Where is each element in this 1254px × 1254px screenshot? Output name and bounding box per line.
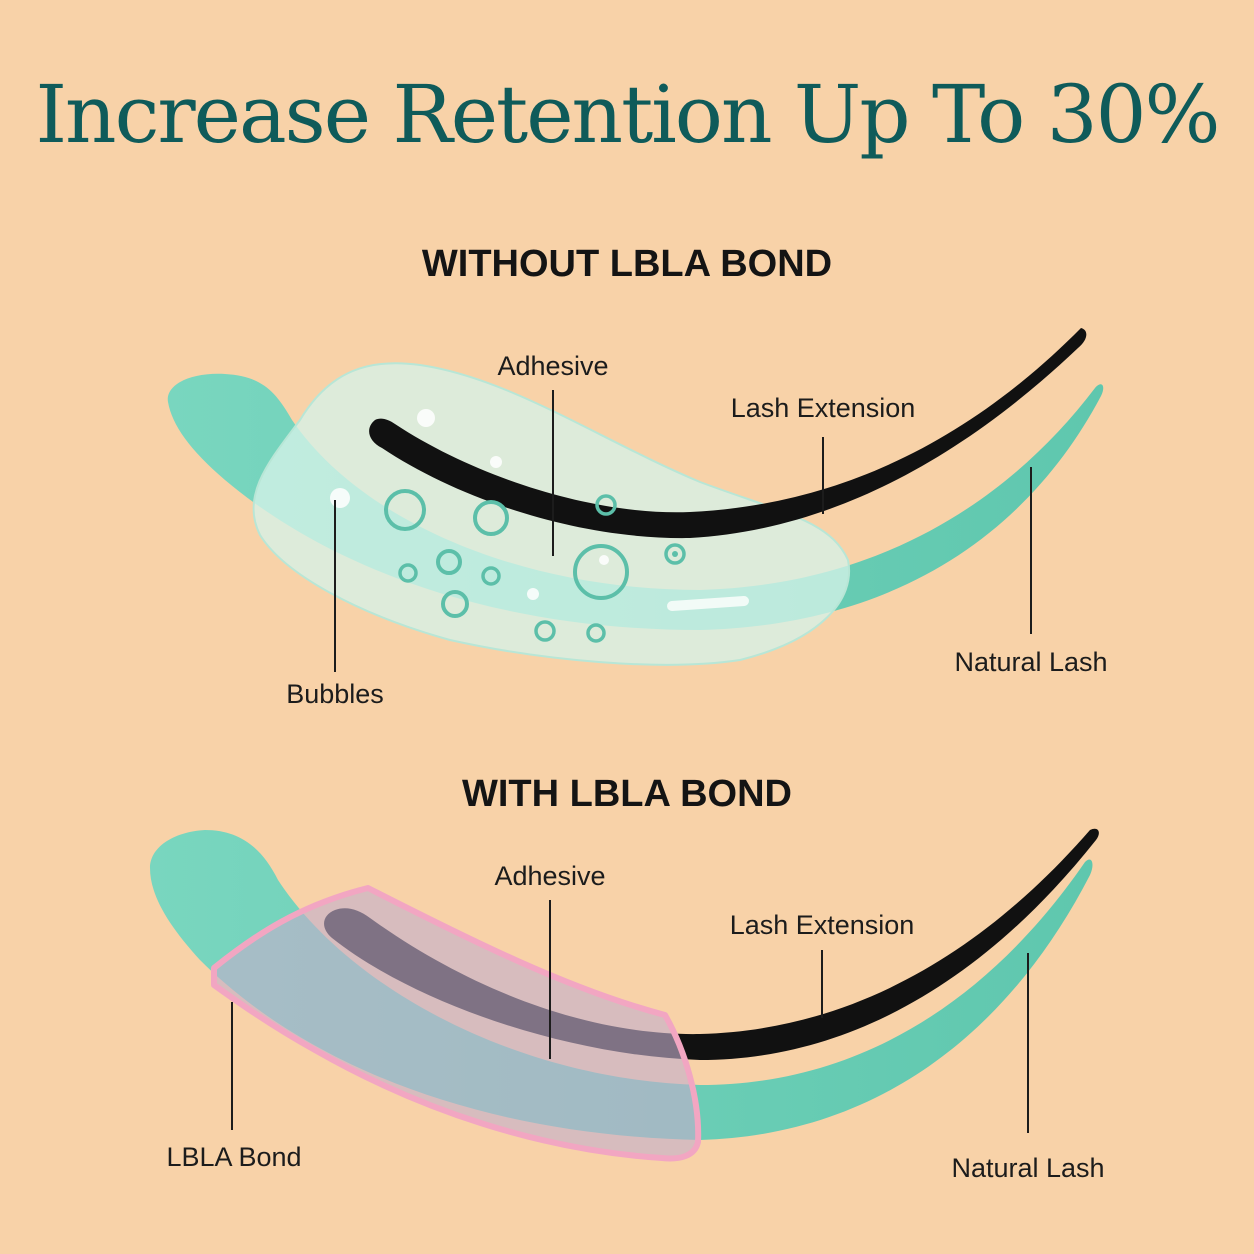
bubble [672,551,678,557]
with-diagram: Adhesive Lash Extension LBLA Bond Natura… [150,828,1105,1183]
bubble-highlight [330,488,350,508]
page-title: Increase Retention Up To 30% [35,68,1218,161]
bubble-highlights [330,409,609,600]
bubble [481,566,501,586]
bubble [398,563,418,583]
label-natural-lash: Natural Lash [951,1153,1104,1183]
with-heading: WITH LBLA BOND [462,773,792,815]
bubble [473,500,509,536]
label-bubbles: Bubbles [286,679,384,709]
bubble [586,623,606,643]
bubble-highlight [490,456,502,468]
label-lash-extension: Lash Extension [730,910,915,940]
label-natural-lash: Natural Lash [954,647,1107,677]
bubble [436,549,462,575]
without-gloss-highlight [667,596,749,611]
bubble [664,543,686,565]
without-diagram: Adhesive Lash Extension Bubbles Natural … [167,328,1108,709]
label-adhesive: Adhesive [494,861,605,891]
bubbles-group [384,489,686,643]
label-adhesive: Adhesive [497,351,608,381]
bubble-highlight [527,588,539,600]
label-lash-extension: Lash Extension [731,393,916,423]
label-lbla-bond: LBLA Bond [166,1142,301,1172]
lbla-bond-overlay [211,885,702,1162]
bubble [595,494,617,516]
without-heading: WITHOUT LBLA BOND [422,243,832,285]
bubble [534,620,556,642]
bubble-highlight [417,409,435,427]
bubble [384,489,426,531]
bubble [573,544,629,600]
bubble-highlight [599,555,609,565]
bubble [441,590,469,618]
